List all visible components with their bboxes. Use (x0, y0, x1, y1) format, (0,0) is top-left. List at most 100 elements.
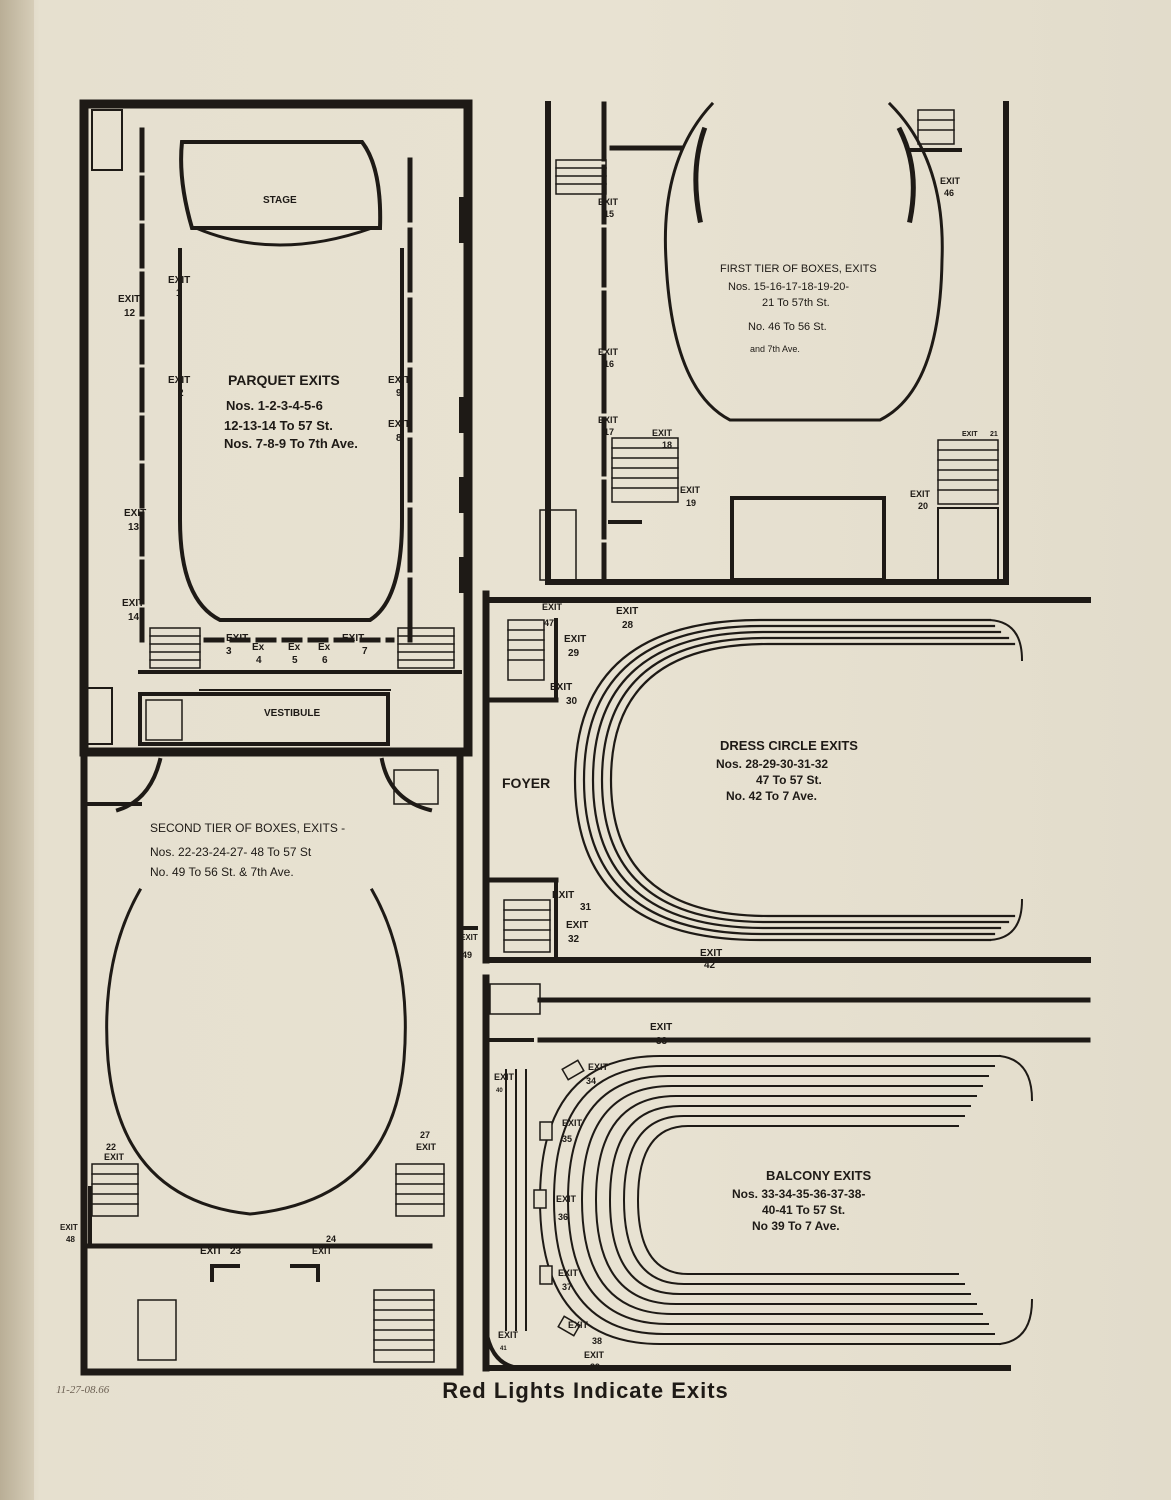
exit-label: EXIT (122, 598, 144, 609)
exit-label: EXIT (650, 1022, 672, 1033)
exit-number: 7 (362, 646, 368, 657)
first-tier-plan (539, 101, 1009, 585)
exit-label: EXIT (910, 489, 931, 499)
parquet-line-2: 12-13-14 To 57 St. (224, 418, 333, 433)
exit-number: 38 (592, 1336, 602, 1346)
pencil-note: 11-27-08.66 (56, 1384, 110, 1396)
first-tier-title: FIRST TIER OF BOXES, EXITS (720, 263, 877, 275)
exit-number: 41 (500, 1346, 507, 1352)
exit-number: 19 (686, 498, 696, 508)
exit-label: Ex (318, 642, 331, 653)
exit-label: EXIT (588, 1062, 609, 1072)
first-tier-line-4: and 7th Ave. (750, 344, 800, 354)
exit-label: EXIT (168, 375, 190, 386)
exit-number: 2 (178, 388, 184, 399)
first-tier-line-2: 21 To 57th St. (762, 297, 830, 309)
exit-label: EXIT (940, 176, 961, 186)
exit-number: 31 (580, 902, 592, 913)
exit-number: 3 (226, 646, 232, 657)
exit-number: 12 (124, 308, 136, 319)
exit-label: EXIT (584, 1350, 605, 1360)
dress-circle-title: DRESS CIRCLE EXITS (720, 738, 858, 753)
exit-label: EXIT (566, 920, 588, 931)
exit-number: 1 (176, 288, 182, 299)
exit-label: EXIT (498, 1330, 519, 1340)
exit-number: 27 (420, 1130, 430, 1140)
exit-label: EXIT (598, 347, 619, 357)
exit-label: EXIT (460, 933, 478, 942)
stage-label: STAGE (263, 195, 297, 206)
exit-number: 15 (604, 209, 614, 219)
exit-number: 39 (590, 1362, 600, 1372)
balcony-line-1: Nos. 33-34-35-36-37-38- (732, 1187, 865, 1201)
balcony-plan (482, 974, 1091, 1372)
dress-circle-line-3: No. 42 To 7 Ave. (726, 789, 817, 803)
exit-number: 5 (292, 655, 298, 666)
exit-label: EXIT (598, 415, 619, 425)
exit-label: EXIT (60, 1223, 78, 1232)
exit-number: 28 (622, 620, 634, 631)
exit-number: 42 (704, 960, 716, 971)
exit-label: EXIT (598, 197, 619, 207)
exit-label: EXIT (388, 375, 410, 386)
exit-number: 9 (396, 388, 402, 399)
exit-label: EXIT (652, 428, 673, 438)
exit-label: EXIT (104, 1152, 125, 1162)
dress-circle-line-1: Nos. 28-29-30-31-32 (716, 757, 828, 771)
exit-label: EXIT (568, 1320, 589, 1330)
exit-number: 29 (568, 648, 580, 659)
second-tier-line-2: No. 49 To 56 St. & 7th Ave. (150, 865, 294, 879)
first-tier-line-3: No. 46 To 56 St. (748, 321, 827, 333)
exit-label: EXIT (552, 890, 574, 901)
exit-label: EXIT (558, 1268, 579, 1278)
exit-label: EXIT (312, 1246, 333, 1256)
foyer-label: FOYER (502, 775, 550, 791)
first-tier-line-1: Nos. 15-16-17-18-19-20- (728, 281, 849, 293)
exit-label: EXIT (124, 508, 146, 519)
exit-label: EXIT (168, 275, 190, 286)
exit-label: EXIT (962, 431, 978, 438)
exit-number: 47 (544, 618, 554, 628)
exit-number: 13 (128, 522, 140, 533)
balcony-line-3: No 39 To 7 Ave. (752, 1219, 840, 1233)
exit-number: 6 (322, 655, 328, 666)
exit-label: EXIT (680, 485, 701, 495)
exit-label: EXIT (416, 1142, 437, 1152)
exit-label: EXIT (616, 606, 638, 617)
exit-label: EXIT (200, 1246, 222, 1257)
exit-label: Ex (252, 642, 265, 653)
exit-label: EXIT (542, 602, 563, 612)
dress-circle-line-2: 47 To 57 St. (756, 773, 822, 787)
exit-label: EXIT (562, 1118, 583, 1128)
exit-label: EXIT (494, 1072, 515, 1082)
exit-number: 30 (566, 696, 578, 707)
second-tier-title: SECOND TIER OF BOXES, EXITS - (150, 821, 345, 835)
dress-circle-plan (482, 590, 1091, 964)
exit-label: EXIT (226, 633, 248, 644)
parquet-line-1: Nos. 1-2-3-4-5-6 (226, 398, 323, 413)
binding-edge (0, 0, 34, 1500)
exit-label: Ex (288, 642, 301, 653)
exit-label: EXIT (564, 634, 586, 645)
parquet-title: PARQUET EXITS (228, 372, 340, 388)
exit-number: 49 (462, 950, 472, 960)
exit-number: 34 (586, 1076, 596, 1086)
parquet-plan (79, 99, 473, 757)
exit-number: 40 (496, 1088, 503, 1094)
second-tier-plan (80, 748, 478, 1376)
exit-label: EXIT (342, 633, 364, 644)
exit-number: 33 (656, 1036, 668, 1047)
exit-label: EXIT (388, 419, 410, 430)
footer-caption: Red Lights Indicate Exits (442, 1378, 729, 1403)
exit-number: 18 (662, 440, 672, 450)
exit-number: 17 (604, 427, 614, 437)
vestibule-label: VESTIBULE (264, 708, 320, 719)
exit-number: 4 (256, 655, 262, 666)
exit-number: 20 (918, 501, 928, 511)
exit-label: EXIT (118, 294, 140, 305)
exit-number: 37 (562, 1282, 572, 1292)
exit-number: 48 (66, 1235, 75, 1244)
exit-number: 24 (326, 1234, 336, 1244)
balcony-title: BALCONY EXITS (766, 1168, 872, 1183)
exit-number: 16 (604, 359, 614, 369)
